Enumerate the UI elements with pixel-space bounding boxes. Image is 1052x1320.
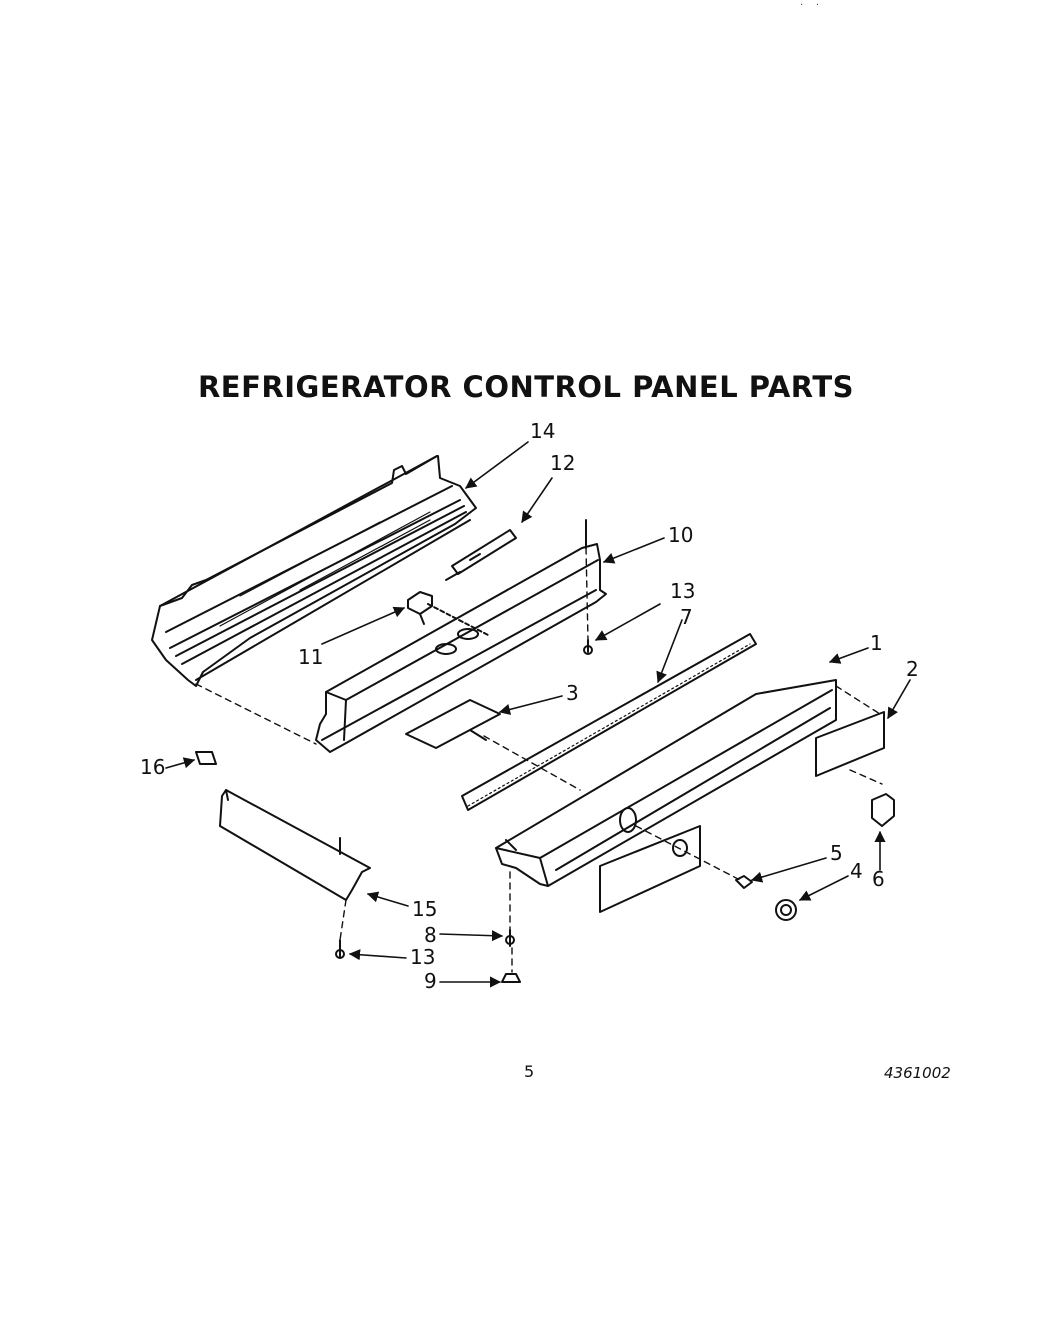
part-2-trim-panel xyxy=(599,711,885,913)
callout-13-lower: 13 xyxy=(410,945,435,969)
part-15-lower-channel xyxy=(219,789,371,901)
callout-2: 2 xyxy=(906,657,919,681)
leader-arrows xyxy=(165,441,911,988)
callout-9: 9 xyxy=(424,969,437,993)
callout-3: 3 xyxy=(566,681,579,705)
part-7-insulation-strip xyxy=(461,633,757,811)
part-3-circuit-board xyxy=(405,699,501,749)
part-1-control-housing xyxy=(495,679,837,887)
callout-16: 16 xyxy=(140,755,165,779)
callout-4: 4 xyxy=(850,859,863,883)
callout-8: 8 xyxy=(424,923,437,947)
callout-13-upper: 13 xyxy=(670,579,695,603)
scan-specks: · · xyxy=(800,0,820,11)
callout-15: 15 xyxy=(412,897,437,921)
callout-12: 12 xyxy=(550,451,575,475)
part-14-upper-liner xyxy=(151,455,477,687)
page-number: 5 xyxy=(524,1062,535,1081)
callout-14: 14 xyxy=(530,419,555,443)
page-title: REFRIGERATOR CONTROL PANEL PARTS xyxy=(197,370,855,404)
callout-labels: 14 12 10 13 7 1 2 11 3 16 5 4 6 15 8 13 … xyxy=(140,419,919,993)
part-12-sensor-tube xyxy=(445,529,517,581)
callout-10: 10 xyxy=(668,523,693,547)
fasteners xyxy=(335,639,593,983)
part-11-knob-stem xyxy=(407,591,491,637)
assembly-lines xyxy=(195,547,883,973)
callout-11: 11 xyxy=(298,645,323,669)
callout-6: 6 xyxy=(872,867,885,891)
callout-1: 1 xyxy=(870,631,883,655)
part-16-clip xyxy=(195,751,217,765)
callout-5: 5 xyxy=(830,841,843,865)
callout-7: 7 xyxy=(680,605,693,629)
part-5-4-small-parts xyxy=(735,875,797,921)
part-10-control-bracket xyxy=(315,519,607,753)
document-code: 4361002 xyxy=(884,1064,951,1082)
part-6-switch xyxy=(871,793,895,827)
